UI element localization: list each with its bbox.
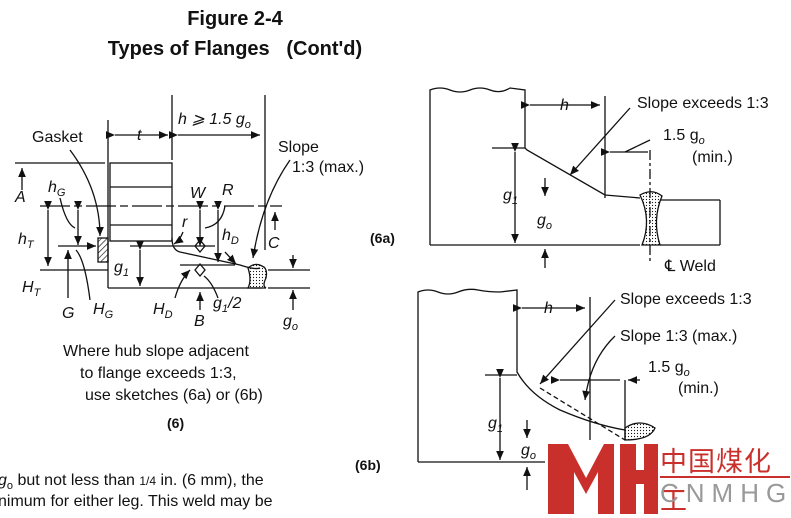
- slope-label: Slope: [278, 139, 319, 156]
- g1-half-label: g1/2: [213, 295, 241, 315]
- figure-number: Figure 2-4: [187, 8, 283, 30]
- HT-label: HT: [22, 279, 42, 299]
- B-label: B: [194, 313, 205, 330]
- 6b-h-label: h: [544, 300, 553, 317]
- hG-label: hG: [48, 179, 66, 199]
- 6a-weld-label: ℄ Weld: [664, 258, 716, 275]
- 6a-go-label: go: [537, 212, 552, 232]
- 6b-slope-exceeds-label: Slope exceeds 1:3: [620, 291, 752, 308]
- body-text-line-2: nimum for either leg. This weld may be: [0, 493, 273, 510]
- body-text-line-1: go but not less than 1/4 in. (6 mm), the: [0, 472, 264, 493]
- 6a-min-label: (min.): [692, 149, 733, 166]
- watermark-divider: [660, 476, 790, 478]
- slope-max-label: 1:3 (max.): [292, 159, 364, 176]
- sketch-6-drawing: [15, 95, 310, 310]
- C-label: C: [268, 235, 280, 252]
- h-condition-label: h ⩾ 1.5 go: [178, 111, 251, 131]
- sketch-6b-drawing: [417, 288, 656, 490]
- HG-label: HG: [93, 301, 114, 321]
- 6b-g1-label: g1: [488, 415, 503, 435]
- g1-label: g1: [114, 259, 129, 279]
- 6a-h-label: h: [560, 97, 569, 114]
- hT-label: hT: [18, 231, 35, 251]
- mh-logo-icon: [548, 444, 658, 514]
- figure-title: Types of Flanges (Cont'd): [107, 38, 363, 60]
- 6a-dim-label: 1.5 go: [663, 127, 705, 147]
- 6b-slope-max-label: Slope 1:3 (max.): [620, 328, 737, 345]
- 6b-go-label: go: [521, 442, 536, 462]
- caption-line-1: Where hub slope adjacent: [63, 343, 249, 360]
- 6a-slope-label: Slope exceeds 1:3: [637, 95, 769, 112]
- watermark-latin: CNMHG: [660, 478, 791, 508]
- gasket-label: Gasket: [32, 129, 83, 146]
- r-label: r: [182, 214, 188, 231]
- go-label: go: [283, 313, 298, 333]
- sketch-6a-drawing: [429, 87, 721, 268]
- 6b-dim-label: 1.5 go: [648, 359, 690, 379]
- hD-label: hD: [222, 227, 239, 247]
- watermark-logo: 中国煤化工 CNMHG: [548, 438, 791, 516]
- HD-label: HD: [153, 301, 173, 321]
- 6a-g1-label: g1: [503, 187, 518, 207]
- R-label: R: [222, 182, 234, 199]
- W-label: W: [190, 185, 207, 202]
- caption-line-2: to flange exceeds 1:3,: [80, 365, 237, 382]
- A-label: A: [14, 189, 26, 206]
- caption-line-3: use sketches (6a) or (6b): [85, 387, 263, 404]
- sketch-6-id: (6): [167, 415, 184, 431]
- 6b-min-label: (min.): [678, 380, 719, 397]
- t-label: t: [137, 127, 142, 144]
- sketch-6b-id: (6b): [355, 457, 381, 473]
- G-label: G: [62, 305, 74, 322]
- watermark-chinese: 中国煤化工: [660, 447, 772, 516]
- sketch-6a-id: (6a): [370, 230, 395, 246]
